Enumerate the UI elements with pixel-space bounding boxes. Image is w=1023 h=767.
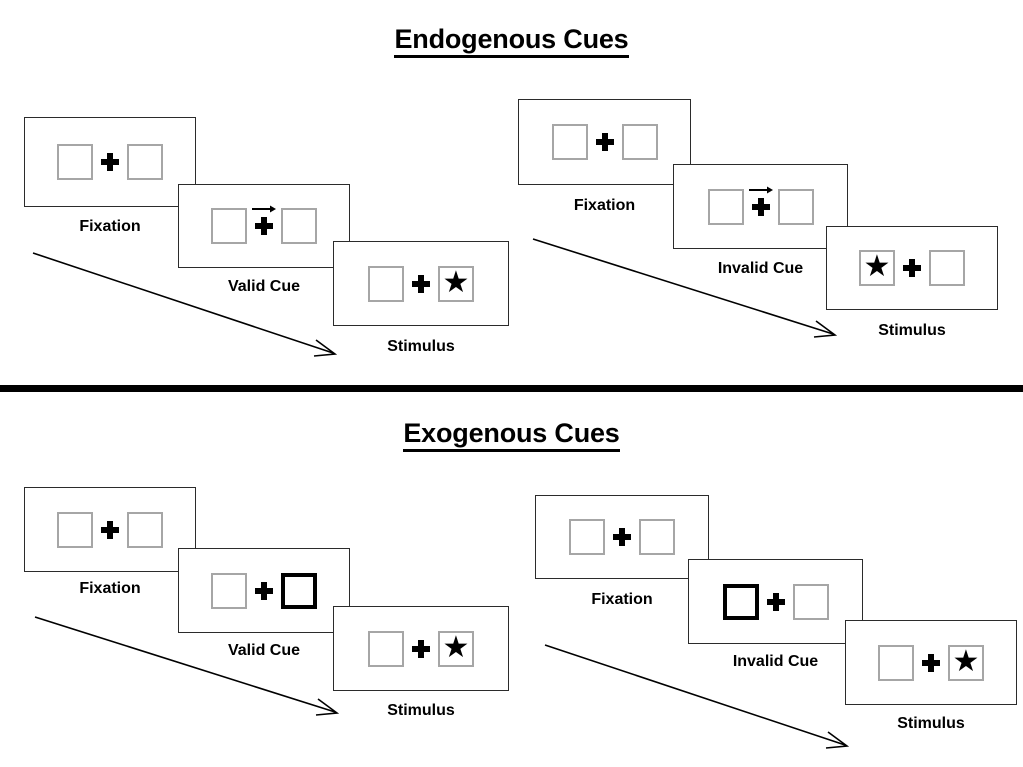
stage-caption-exogenous-invalid-cue: Invalid Cue <box>732 653 819 670</box>
display-row: ★ <box>859 250 965 286</box>
section-divider <box>0 385 1023 392</box>
display-row: ★ <box>368 265 474 302</box>
stage-caption-endogenous-invalid-stimulus: Stimulus <box>878 322 946 339</box>
right-box: ★ <box>438 265 474 302</box>
time-arrow-exogenous-invalid <box>544 644 850 749</box>
display-row <box>57 144 163 180</box>
left-box <box>368 265 404 302</box>
trial-frame-endogenous-invalid-cue <box>673 164 848 249</box>
left-box <box>57 511 93 548</box>
display-row <box>722 583 829 620</box>
left-box <box>707 188 744 225</box>
left-box <box>569 519 605 555</box>
trial-frame-exogenous-valid-cue <box>178 548 350 633</box>
display-row <box>551 124 658 160</box>
right-box-content: ★ <box>952 644 980 678</box>
stage-caption-exogenous-valid-fixation: Fixation <box>79 580 141 597</box>
right-box <box>281 208 317 244</box>
fixation-cross-icon <box>404 266 438 302</box>
left-box <box>368 630 404 667</box>
right-box: ★ <box>948 644 984 681</box>
right-box: ★ <box>438 630 474 667</box>
left-box <box>211 208 247 244</box>
cue-arrow-right-icon <box>748 186 773 193</box>
stage-caption-exogenous-invalid-stimulus: Stimulus <box>897 715 965 732</box>
trial-frame-exogenous-invalid-cue <box>688 559 863 644</box>
time-arrow-endogenous-invalid <box>532 238 838 338</box>
left-box <box>878 644 914 681</box>
stage-caption-exogenous-valid-stimulus: Stimulus <box>387 702 455 719</box>
time-arrow-exogenous-valid <box>34 616 340 716</box>
left-box <box>722 583 759 620</box>
trial-frame-exogenous-valid-fixation <box>24 487 196 572</box>
fixation-cross-icon <box>895 250 929 286</box>
trial-frame-endogenous-valid-stimulus: ★ <box>333 241 509 326</box>
stage-caption-endogenous-invalid-cue: Invalid Cue <box>717 260 804 277</box>
trial-frame-endogenous-valid-cue <box>178 184 350 268</box>
section-title-exogenous-text: Exogenous Cues <box>403 418 620 452</box>
left-box <box>211 572 247 609</box>
left-box-content: ★ <box>863 250 891 283</box>
section-title-endogenous: Endogenous Cues <box>0 24 1023 58</box>
fixation-cross-icon <box>588 124 622 160</box>
left-box: ★ <box>859 250 895 286</box>
fixation-cross-icon <box>247 205 281 244</box>
right-box <box>621 124 658 160</box>
stage-caption-endogenous-valid-cue: Valid Cue <box>227 278 301 295</box>
display-row: ★ <box>878 644 984 681</box>
display-row <box>57 511 163 548</box>
display-row <box>211 572 317 609</box>
right-box <box>281 572 317 609</box>
left-box <box>57 144 93 180</box>
trial-frame-exogenous-invalid-fixation <box>535 495 709 579</box>
right-box <box>127 144 163 180</box>
display-row <box>211 205 317 244</box>
section-title-exogenous: Exogenous Cues <box>0 418 1023 452</box>
stage-caption-exogenous-invalid-fixation: Fixation <box>591 591 653 608</box>
display-row: ★ <box>368 630 474 667</box>
right-box-content: ★ <box>442 265 470 299</box>
right-box <box>127 511 163 548</box>
right-box <box>929 250 965 286</box>
fixation-cross-icon <box>744 186 778 225</box>
trial-frame-exogenous-invalid-stimulus: ★ <box>845 620 1017 705</box>
fixation-cross-icon <box>605 519 639 555</box>
cue-arrow-right-icon <box>252 205 276 213</box>
stage-caption-exogenous-valid-cue: Valid Cue <box>227 642 301 659</box>
right-box <box>777 188 814 225</box>
trial-frame-endogenous-valid-fixation <box>24 117 196 207</box>
fixation-cross-icon <box>759 584 793 620</box>
right-box <box>639 519 675 555</box>
left-box <box>551 124 588 160</box>
stage-caption-endogenous-valid-fixation: Fixation <box>79 218 141 235</box>
fixation-cross-icon <box>914 645 948 681</box>
section-title-endogenous-text: Endogenous Cues <box>394 24 629 58</box>
trial-frame-endogenous-invalid-stimulus: ★ <box>826 226 998 310</box>
fixation-cross-icon <box>404 631 438 667</box>
fixation-cross-icon <box>93 512 127 548</box>
trial-frame-endogenous-invalid-fixation <box>518 99 691 185</box>
stage-caption-endogenous-valid-stimulus: Stimulus <box>387 338 455 355</box>
fixation-cross-icon <box>247 573 281 609</box>
stage-caption-endogenous-invalid-fixation: Fixation <box>573 197 636 214</box>
fixation-cross-icon <box>93 144 127 180</box>
trial-frame-exogenous-valid-stimulus: ★ <box>333 606 509 691</box>
display-row <box>707 186 814 225</box>
display-row <box>569 519 675 555</box>
time-arrow-endogenous-valid <box>32 252 338 357</box>
right-box-content: ★ <box>442 630 470 664</box>
right-box <box>792 583 829 620</box>
